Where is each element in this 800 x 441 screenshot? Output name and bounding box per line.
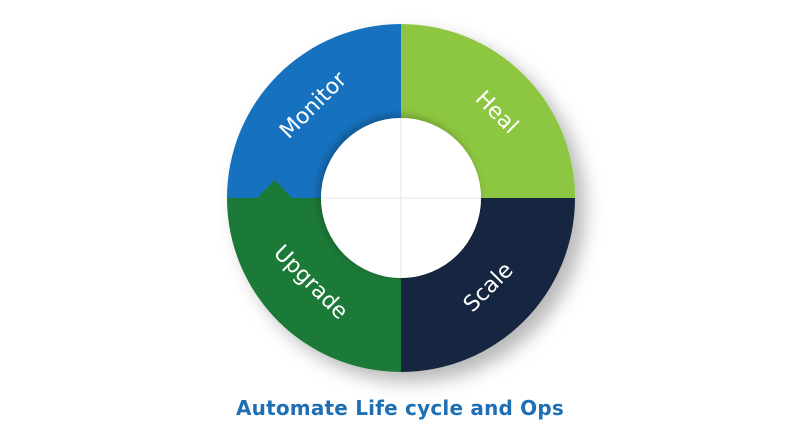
diagram-caption: Automate Life cycle and Ops bbox=[235, 396, 565, 420]
cycle-ring bbox=[227, 24, 575, 372]
segment-upgrade bbox=[227, 180, 401, 372]
segment-monitor bbox=[227, 24, 418, 198]
segment-scale bbox=[383, 198, 575, 372]
segment-heal bbox=[401, 24, 575, 216]
